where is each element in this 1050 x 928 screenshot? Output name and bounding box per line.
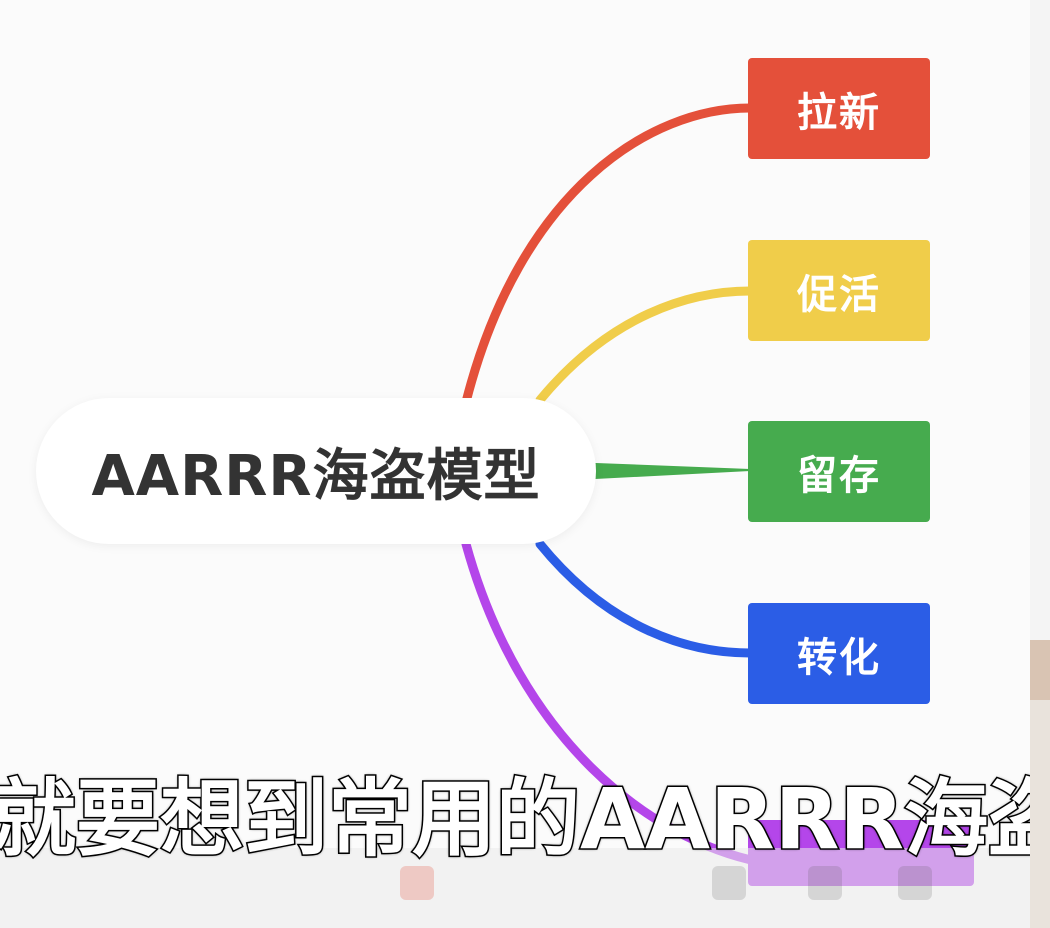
branch-label-zhuanhua: 转化 [797, 634, 881, 681]
branch-node-cuhuo: 促活 [748, 240, 930, 341]
center-label: AARRR海盗模型 [91, 443, 541, 509]
branch-line-liucun [595, 462, 751, 480]
branch-line-cuhuo [535, 286, 755, 405]
branch-node-liucun: 留存 [748, 421, 930, 522]
branch-node-lanxin: 拉新 [748, 58, 930, 159]
settings-icon[interactable] [898, 866, 932, 900]
branch-label-lanxin: 拉新 [797, 89, 881, 136]
branch-line-lanxin [461, 103, 755, 407]
camera-strip [1030, 0, 1050, 928]
branch-line-zhuanhua [535, 539, 755, 658]
center-node: AARRR海盗模型 [36, 398, 596, 544]
subtitle-icon[interactable] [712, 866, 746, 900]
translate-icon[interactable] [400, 866, 434, 900]
player-control-bar [0, 848, 1030, 928]
video-subtitle: 就要想到常用的AARRR海盗模型 [0, 769, 1030, 870]
branch-label-liucun: 留存 [797, 452, 881, 499]
branch-label-cuhuo: 促活 [797, 271, 881, 318]
volume-icon[interactable] [808, 866, 842, 900]
branch-node-zhuanhua: 转化 [748, 603, 930, 704]
